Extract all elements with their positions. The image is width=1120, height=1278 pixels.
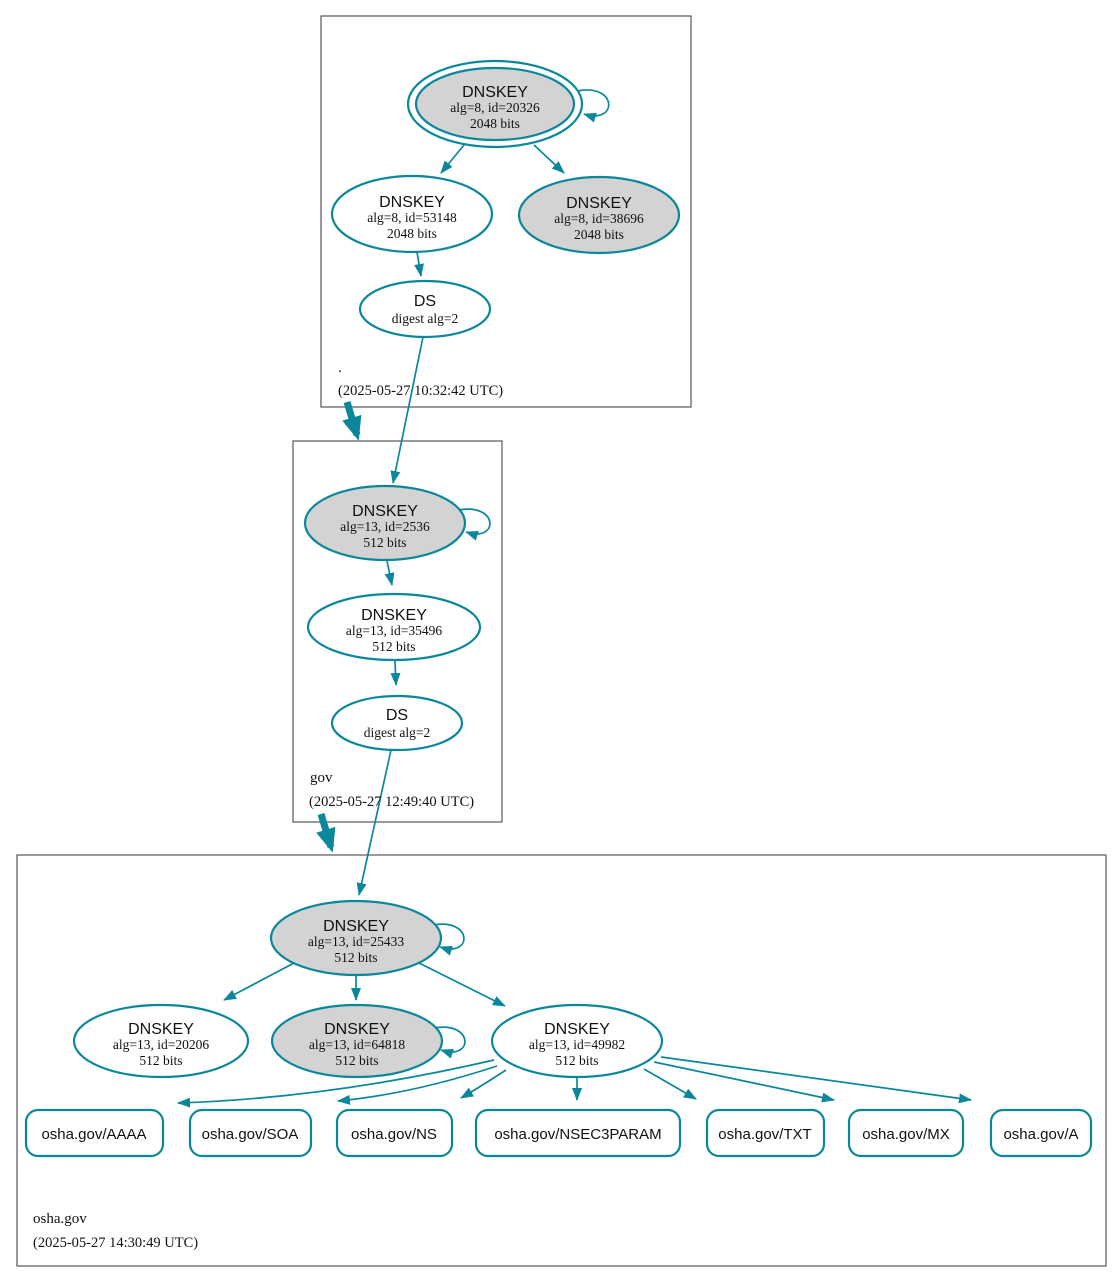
dnskey-20326-title: DNSKEY xyxy=(462,84,528,101)
dnskey-38696-detail1: alg=8, id=38696 xyxy=(554,211,644,226)
root-ds-detail: digest alg=2 xyxy=(392,311,458,326)
edge-25433-to-20206 xyxy=(223,962,295,1001)
ds-node-root[interactable] xyxy=(358,279,492,339)
dnskey-node-2536[interactable] xyxy=(303,484,467,562)
gov-ds-title: DS xyxy=(386,707,408,724)
dnskey-20206-detail2: 512 bits xyxy=(139,1053,182,1068)
edge-35496-to-ds xyxy=(390,660,401,686)
edge-49982-to-soa xyxy=(337,1065,498,1105)
edge-49982-to-ns xyxy=(460,1069,507,1099)
dnskey-64818-title: DNSKEY xyxy=(324,1021,390,1038)
rrset-label-mx: osha.gov/MX xyxy=(862,1126,950,1143)
zone-name-osha-gov: osha.gov xyxy=(33,1211,87,1227)
dnskey-node-49982[interactable] xyxy=(490,1003,664,1079)
dnskey-20206-title: DNSKEY xyxy=(128,1021,194,1038)
dnskey-35496-detail2: 512 bits xyxy=(372,639,415,654)
rrset-label-a: osha.gov/A xyxy=(1003,1126,1078,1143)
dnskey-25433-title: DNSKEY xyxy=(323,918,389,935)
dnskey-25433-detail1: alg=13, id=25433 xyxy=(308,934,404,949)
dnskey-2536-title: DNSKEY xyxy=(352,503,418,520)
ds-node-gov[interactable] xyxy=(330,694,464,752)
rrset-label-txt: osha.gov/TXT xyxy=(718,1126,811,1143)
rrset-label-soa: osha.gov/SOA xyxy=(202,1126,299,1143)
rrset-label-ns: osha.gov/NS xyxy=(351,1126,437,1143)
zone-delegation-arrow-gov-to-osha xyxy=(316,812,336,853)
edge-root-ds-to-gov-ksk xyxy=(390,336,424,484)
edge-49982-to-a xyxy=(660,1056,972,1104)
dnskey-35496-detail1: alg=13, id=35496 xyxy=(346,623,442,638)
dnskey-node-25433[interactable] xyxy=(269,899,443,977)
zone-timestamp-root: (2025-05-27 10:32:42 UTC) xyxy=(338,383,503,399)
edge-49982-to-txt xyxy=(643,1068,697,1100)
self-sign-loop-20326 xyxy=(576,89,610,123)
edge-20326-to-38696 xyxy=(533,144,565,174)
zone-box-root xyxy=(320,15,692,408)
dnskey-2536-detail2: 512 bits xyxy=(363,535,406,550)
edge-2536-to-35496 xyxy=(384,560,395,586)
dnskey-53148-detail2: 2048 bits xyxy=(387,226,437,241)
zone-gov: DNSKEY alg=13, id=2536 512 bits DNSKEY a… xyxy=(303,484,491,810)
rrset-osha-gov-aaaa[interactable] xyxy=(24,1108,165,1158)
dnskey-node-53148[interactable] xyxy=(330,174,494,254)
rrset-osha-gov-a[interactable] xyxy=(989,1108,1093,1158)
dnskey-35496-title: DNSKEY xyxy=(361,607,427,624)
rrset-osha-gov-ns[interactable] xyxy=(335,1108,454,1158)
dnskey-node-20206[interactable] xyxy=(72,1003,250,1079)
dnskey-38696-title: DNSKEY xyxy=(566,195,632,212)
dnskey-25433-detail2: 512 bits xyxy=(334,950,377,965)
dnskey-53148-detail1: alg=8, id=53148 xyxy=(367,210,457,225)
dnskey-2536-detail1: alg=13, id=2536 xyxy=(340,519,430,534)
rrset-osha-gov-nsec3param[interactable] xyxy=(474,1108,682,1158)
rrset-osha-gov-soa[interactable] xyxy=(188,1108,313,1158)
edge-49982-to-mx xyxy=(653,1061,835,1103)
dnskey-20206-detail1: alg=13, id=20206 xyxy=(113,1037,209,1052)
rrset-osha-gov-mx[interactable] xyxy=(847,1108,965,1158)
zone-name-root: . xyxy=(338,360,342,376)
zone-name-gov: gov xyxy=(310,770,333,786)
rrset-label-aaaa: osha.gov/AAAA xyxy=(41,1126,146,1143)
self-sign-loop-64818 xyxy=(433,1026,466,1059)
dnskey-node-20326[interactable] xyxy=(414,66,576,142)
rrset-label-nsec3param: osha.gov/NSEC3PARAM xyxy=(494,1126,661,1143)
dnskey-38696-detail2: 2048 bits xyxy=(574,227,624,242)
rrset-osha-gov-txt[interactable] xyxy=(705,1108,826,1158)
dnskey-node-38696[interactable] xyxy=(517,175,681,255)
zone-timestamp-osha-gov: (2025-05-27 14:30:49 UTC) xyxy=(33,1235,198,1251)
self-sign-loop-2536 xyxy=(458,508,491,541)
dnskey-20326-detail2: 2048 bits xyxy=(470,116,520,131)
dnskey-node-64818[interactable] xyxy=(270,1003,444,1079)
dnskey-20326-detail1: alg=8, id=20326 xyxy=(450,100,540,115)
zone-box-osha-gov xyxy=(16,854,1107,1267)
gov-ds-detail: digest alg=2 xyxy=(364,725,430,740)
edge-25433-to-49982 xyxy=(418,962,506,1007)
dnskey-49982-title: DNSKEY xyxy=(544,1021,610,1038)
edge-gov-ds-to-osha-ksk xyxy=(356,749,392,896)
dnskey-node-35496[interactable] xyxy=(306,592,482,662)
dnskey-49982-detail1: alg=13, id=49982 xyxy=(529,1037,625,1052)
dnskey-64818-detail2: 512 bits xyxy=(335,1053,378,1068)
zone-delegation-arrow-root-to-gov xyxy=(342,400,362,441)
root-ds-title: DS xyxy=(414,293,436,310)
dnskey-64818-detail1: alg=13, id=64818 xyxy=(309,1037,405,1052)
zone-osha-gov: DNSKEY alg=13, id=25433 512 bits DNSKEY … xyxy=(24,899,1093,1251)
self-sign-loop-25433 xyxy=(432,923,465,956)
zone-box-gov xyxy=(292,440,503,823)
edge-49982-to-aaaa xyxy=(177,1059,495,1108)
dnskey-53148-title: DNSKEY xyxy=(379,194,445,211)
edge-53148-to-ds xyxy=(414,251,424,277)
edge-20326-to-53148 xyxy=(440,144,465,174)
dnskey-49982-detail2: 512 bits xyxy=(555,1053,598,1068)
zone-timestamp-gov: (2025-05-27 12:49:40 UTC) xyxy=(309,794,474,810)
zone-root: DNSKEY alg=8, id=20326 2048 bits DNSKEY … xyxy=(330,59,681,399)
